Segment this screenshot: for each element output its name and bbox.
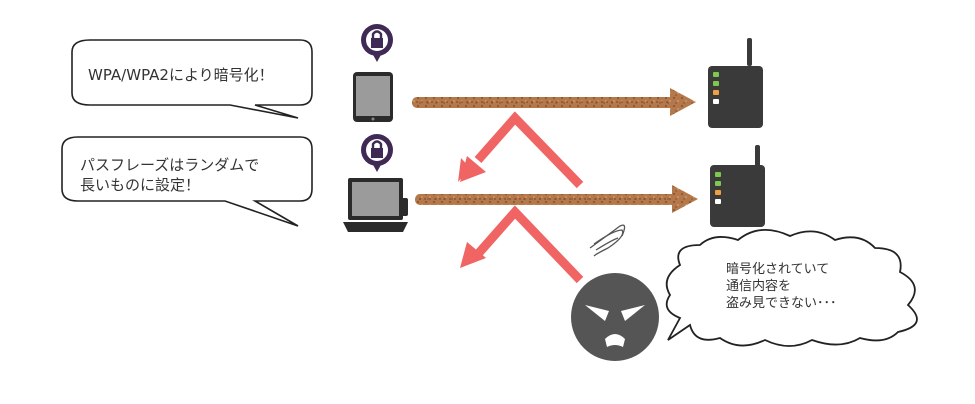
bubble-attacker-line: 暗号化されていて (726, 262, 830, 277)
tablet-icon (353, 72, 393, 122)
bubble-middle-line: パスフレーズはランダムで (80, 156, 260, 174)
lock-icon (361, 24, 393, 62)
laptop-icon (343, 178, 408, 232)
bubble-attacker-line: 通信内容を (726, 279, 792, 294)
router-icon (708, 38, 763, 128)
bubble-middle-line: 長いものに設定！ (80, 176, 201, 194)
thought-bubble (665, 229, 918, 347)
swirl-icon (589, 224, 626, 257)
blocked-arrow (460, 205, 584, 284)
connection-arrow (412, 88, 696, 116)
bubble-attacker-text: 暗号化されていて 通信内容を 盗み見できない･･･ (726, 261, 837, 312)
attacker-face-icon (571, 273, 659, 361)
bubble-attacker-line: 盗み見できない･･･ (726, 296, 837, 311)
bubble-middle-text: パスフレーズはランダムで 長いものに設定！ (80, 155, 259, 195)
blocked-arrow (458, 111, 584, 189)
speech-bubble-top (71, 39, 313, 119)
router-icon (710, 145, 765, 227)
connection-arrow (415, 185, 698, 213)
lock-icon (361, 134, 393, 172)
bubble-top-text: WPA/WPA2により暗号化！ (88, 66, 274, 84)
speech-bubble-middle (61, 136, 313, 227)
